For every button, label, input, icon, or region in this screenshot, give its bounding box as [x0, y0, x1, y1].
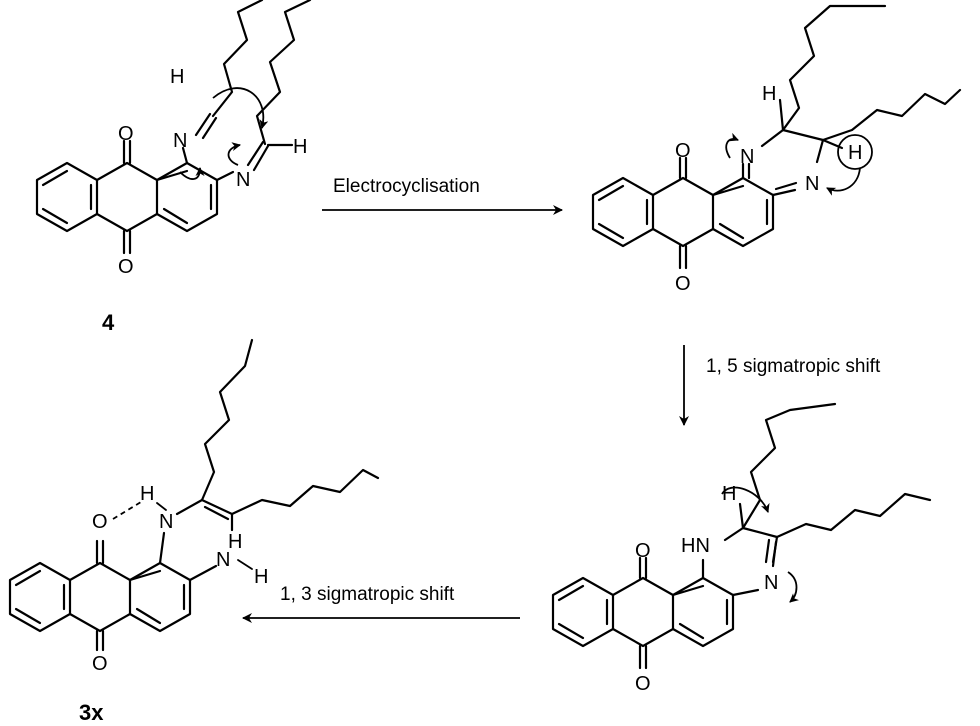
atom-H: H [762, 83, 776, 105]
atom-N: N [805, 173, 819, 195]
step-label-electrocyclisation: Electrocyclisation [333, 176, 480, 197]
atom-O: O [92, 511, 108, 533]
atom-N: N [216, 549, 230, 571]
compound-label-4: 4 [102, 310, 115, 335]
step-label-1-3-shift: 1, 3 sigmatropic shift [280, 584, 455, 605]
atom-H: H [293, 136, 307, 158]
atom-H: H [170, 66, 184, 88]
atom-O: O [118, 123, 134, 145]
atom-H: H [848, 142, 862, 164]
atom-O: O [635, 673, 651, 695]
compound-label-3x: 3x [79, 700, 104, 725]
atom-O: O [675, 140, 691, 162]
atom-O: O [635, 540, 651, 562]
atom-H: H [254, 566, 268, 588]
atom-H: H [228, 531, 242, 553]
atom-N: N [764, 572, 778, 594]
atom-H: H [722, 483, 736, 505]
atom-O: O [118, 256, 134, 278]
atom-O: O [92, 653, 108, 675]
dihydropyrazine-intermediate-structure [591, 4, 962, 270]
atom-HN: HN [681, 535, 710, 557]
tautomer-intermediate-structure [551, 402, 932, 670]
atom-N: N [740, 146, 754, 168]
compound-3x-structure [8, 338, 380, 652]
atom-N: N [173, 130, 187, 152]
atom-N: N [159, 511, 173, 533]
step-label-1-5-shift: 1, 5 sigmatropic shift [706, 356, 881, 377]
atom-N: N [236, 169, 250, 191]
atom-O: O [675, 273, 691, 295]
compound-4-structure [35, 0, 312, 255]
atom-H: H [140, 483, 154, 505]
